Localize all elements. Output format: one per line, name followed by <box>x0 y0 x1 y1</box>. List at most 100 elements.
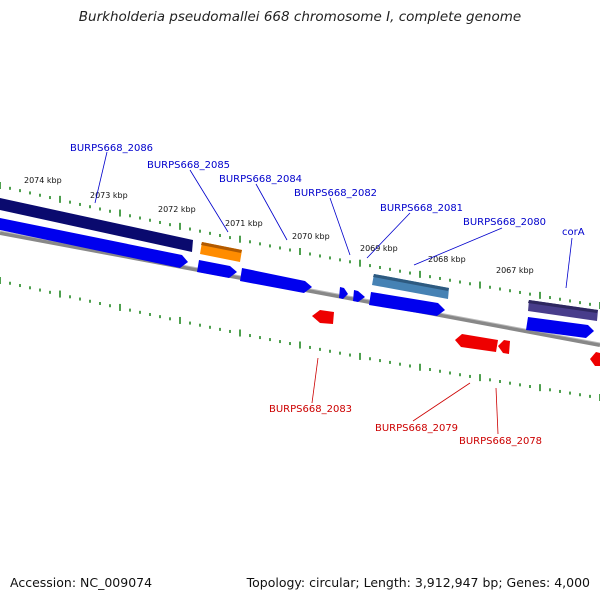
outer-tick-mark <box>419 270 421 278</box>
gene-label-2086[interactable]: BURPS668_2086 <box>70 143 153 154</box>
inner-tick-mark <box>139 310 141 314</box>
gene-label-2085[interactable]: BURPS668_2085 <box>147 160 230 171</box>
outer-tick-mark <box>249 240 251 244</box>
feature-bar-orange <box>200 242 242 262</box>
plus-gene-2085 <box>197 260 237 278</box>
feature-bar-purple-top <box>528 300 598 313</box>
gene-label-cora[interactable]: corA <box>562 227 585 238</box>
inner-tick-mark <box>149 312 151 316</box>
kbp-tick-label: 2068 kbp <box>428 255 466 264</box>
feature-bar-orange-top <box>201 242 242 253</box>
inner-tick-mark <box>429 368 431 372</box>
inner-tick-mark <box>509 381 511 385</box>
feature-bar-navy <box>0 198 193 252</box>
gene-label-2083[interactable]: BURPS668_2083 <box>269 404 352 415</box>
outer-tick-mark <box>89 205 91 209</box>
outer-tick-mark <box>449 278 451 282</box>
inner-tick-mark <box>109 304 111 308</box>
outer-tick-mark <box>169 223 171 227</box>
outer-tick-mark <box>59 195 61 203</box>
outer-tick-mark <box>489 285 491 289</box>
inner-tick-mark <box>329 349 331 353</box>
outer-tick-mark <box>99 207 101 211</box>
inner-tick-mark <box>129 308 131 312</box>
inner-tick-mark <box>409 364 411 368</box>
kbp-tick-label: 2069 kbp <box>360 244 398 253</box>
genome-summary-text: Topology: circular; Length: 3,912,947 bp… <box>246 575 590 590</box>
outer-tick-mark <box>239 235 241 243</box>
outer-tick-mark <box>109 209 111 213</box>
inner-tick-mark <box>339 351 341 355</box>
kbp-tick-label: 2073 kbp <box>90 191 128 200</box>
inner-tick-mark <box>579 393 581 397</box>
inner-tick-mark <box>219 327 221 331</box>
callout-line-2080 <box>413 227 503 266</box>
inner-tick-mark <box>239 329 241 337</box>
kbp-tick-label: 2074 kbp <box>24 176 62 185</box>
inner-tick-mark <box>49 290 51 294</box>
plus-gene-2084 <box>240 268 312 293</box>
callout-line-2084 <box>255 183 288 241</box>
outer-tick-mark <box>69 200 71 204</box>
outer-tick-mark <box>29 191 31 195</box>
inner-tick-mark <box>89 299 91 303</box>
inner-tick-mark <box>259 336 261 340</box>
callout-line-2085 <box>189 169 229 233</box>
plus-gene-2086 <box>0 218 188 268</box>
inner-tick-mark <box>419 363 421 371</box>
inner-tick-mark <box>9 281 11 285</box>
inner-tick-mark <box>289 342 291 346</box>
outer-tick-mark <box>509 289 511 293</box>
inner-tick-mark <box>369 357 371 361</box>
minus-gene-edge <box>590 352 600 366</box>
map-title: Burkholderia pseudomallei 668 chromosome… <box>78 9 522 25</box>
callout-line-cora <box>565 237 573 289</box>
outer-tick-mark <box>529 292 531 296</box>
outer-tick-mark <box>589 302 591 306</box>
plus-gene-small-b <box>353 290 365 302</box>
inner-tick-mark <box>359 352 361 360</box>
kbp-tick-label: 2071 kbp <box>225 219 263 228</box>
gene-label-2078[interactable]: BURPS668_2078 <box>459 436 542 447</box>
outer-tick-mark <box>0 182 1 189</box>
gene-label-2080[interactable]: BURPS668_2080 <box>463 217 546 228</box>
gene-label-2079[interactable]: BURPS668_2079 <box>375 423 458 434</box>
inner-tick-mark <box>229 329 231 333</box>
accession-text: Accession: NC_009074 <box>10 575 153 590</box>
outer-tick-mark <box>39 193 41 197</box>
outer-tick-mark <box>399 269 401 273</box>
inner-tick-mark <box>499 380 501 383</box>
callout-line-2079 <box>412 382 471 422</box>
gene-label-2084[interactable]: BURPS668_2084 <box>219 174 302 185</box>
inner-tick-mark <box>169 317 171 321</box>
inner-tick-mark <box>79 297 81 301</box>
inner-tick-mark <box>479 374 481 382</box>
callout-line-2081 <box>366 212 411 259</box>
outer-tick-mark <box>389 267 391 271</box>
inner-tick-mark <box>529 385 531 389</box>
inner-tick-mark <box>189 321 191 325</box>
inner-tick-mark <box>29 286 31 290</box>
outer-tick-mark <box>479 281 481 289</box>
outer-tick-mark <box>299 248 301 255</box>
inner-tick-mark <box>119 303 121 311</box>
inner-tick-mark <box>179 316 181 324</box>
inner-tick-mark <box>519 383 521 387</box>
callout-line-2086 <box>94 151 108 204</box>
outer-tick-mark <box>19 189 21 193</box>
outer-tick-mark <box>549 296 551 300</box>
callout-line-2083 <box>311 357 319 404</box>
inner-tick-mark <box>299 341 301 349</box>
outer-tick-mark <box>149 218 151 222</box>
gene-label-2081[interactable]: BURPS668_2081 <box>380 203 463 214</box>
outer-tick-mark <box>269 244 271 248</box>
inner-tick-mark <box>559 389 561 393</box>
gene-label-2082[interactable]: BURPS668_2082 <box>294 188 377 199</box>
inner-tick-mark <box>159 315 161 319</box>
outer-tick-mark <box>579 301 581 305</box>
outer-tick-mark <box>189 227 191 231</box>
outer-tick-mark <box>569 299 571 303</box>
outer-tick-mark <box>369 264 371 268</box>
outer-tick-mark <box>539 291 541 299</box>
